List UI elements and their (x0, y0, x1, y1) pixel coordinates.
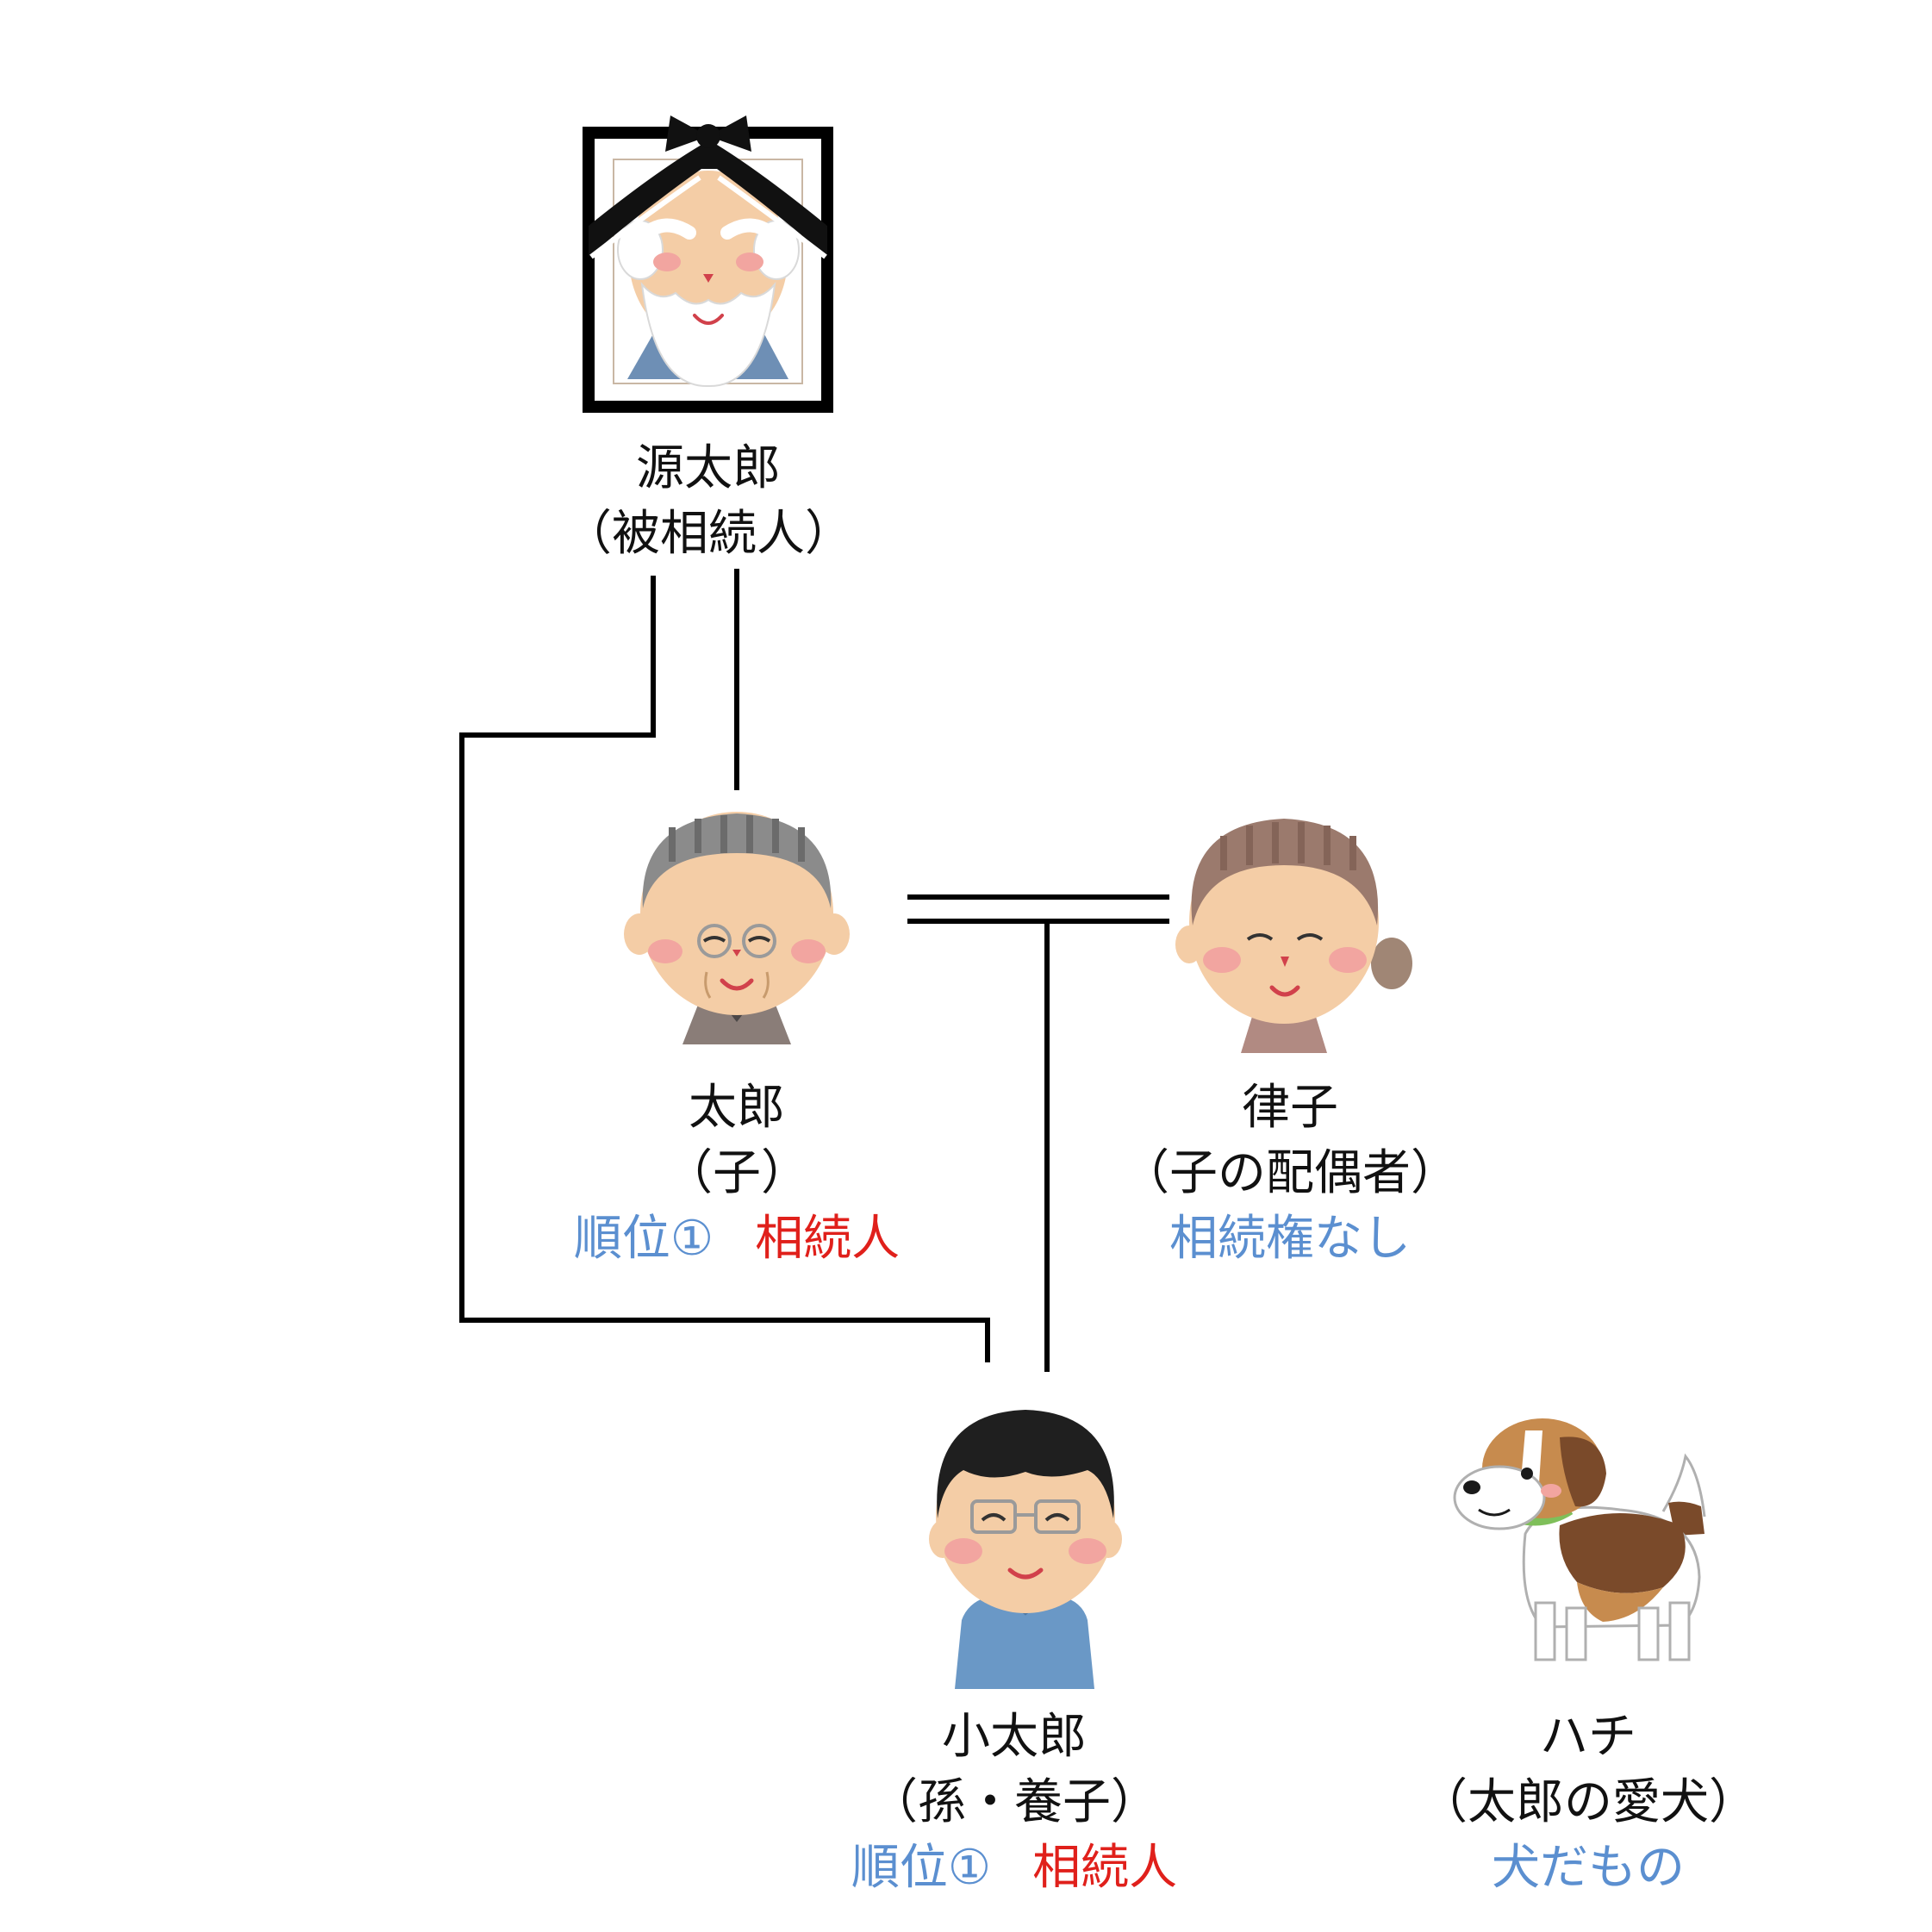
status-line-taro: 順位① 相続人 (574, 1206, 900, 1272)
role-ritsuko: （子の配偶者） (1121, 1145, 1459, 1201)
memorial-portrait-icon (583, 115, 833, 413)
elderly-woman-icon (1175, 819, 1412, 1053)
status-kotaro: 相続人 (1032, 1840, 1178, 1896)
label-hachi: ハチ （太郎の愛犬） 犬だもの (1419, 1705, 1757, 1901)
name-hachi: ハチ (1540, 1709, 1636, 1765)
label-taro: 太郎 （子） 順位① 相続人 (574, 1075, 900, 1272)
rank-taro: 順位① (573, 1211, 714, 1267)
status-hachi: 犬だもの (1492, 1840, 1685, 1896)
connector-lines (459, 569, 1169, 1372)
adoption-line (459, 576, 990, 1362)
role-gentaro: （被相続人） (564, 506, 853, 562)
label-ritsuko: 律子 （子の配偶者） 相続権なし (1121, 1075, 1459, 1272)
label-kotaro: 小太郎 （孫・養子） 順位① 相続人 (851, 1705, 1177, 1901)
status-taro: 相続人 (755, 1211, 901, 1267)
role-kotaro: （孫・養子） (869, 1774, 1159, 1830)
role-taro: （子） (664, 1145, 809, 1201)
beagle-dog-icon (1453, 1418, 1706, 1661)
role-hachi: （太郎の愛犬） (1419, 1774, 1757, 1830)
name-gentaro: 源太郎 (636, 440, 781, 496)
rank-kotaro: 順位① (851, 1840, 992, 1896)
name-ritsuko: 律子 (1242, 1080, 1338, 1136)
label-gentaro: 源太郎 （被相続人） (564, 436, 853, 567)
young-man-glasses-icon (929, 1410, 1122, 1689)
elderly-man-icon (624, 812, 850, 1044)
status-ritsuko: 相続権なし (1169, 1211, 1411, 1267)
name-taro: 太郎 (688, 1080, 785, 1136)
status-line-kotaro: 順位① 相続人 (851, 1835, 1177, 1901)
name-kotaro: 小太郎 (941, 1709, 1087, 1765)
